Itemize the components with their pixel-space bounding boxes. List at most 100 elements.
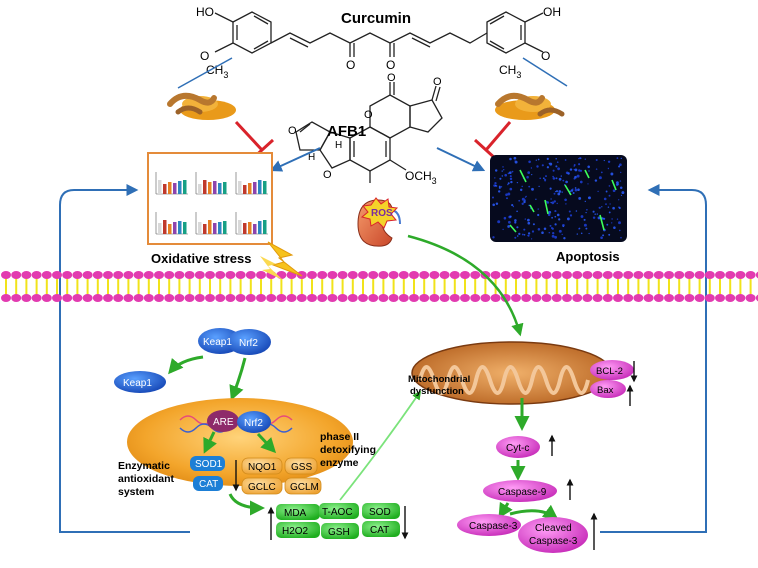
nucleus-dot (505, 193, 508, 196)
nucleus-dot (619, 186, 623, 189)
lipid-head (419, 294, 430, 302)
lipid-head (194, 271, 205, 279)
mini-bar (248, 183, 252, 194)
nucleus-dot (573, 168, 575, 171)
nucleus-dot (556, 202, 558, 205)
nucleus-dot (552, 175, 554, 178)
gclc-pill (241, 477, 283, 495)
nucleus-dot (535, 159, 537, 161)
lipid-head (317, 294, 328, 302)
lipid-head (623, 294, 634, 302)
nucleus-dot (516, 210, 518, 213)
lipid-head (205, 294, 215, 302)
nucleus-dot (572, 191, 575, 195)
nucleus-dot (494, 177, 496, 179)
nucleus-dot (552, 232, 555, 235)
lipid-head (205, 271, 215, 279)
nucleus-dot (570, 189, 574, 192)
arrow-are-to-sod1 (203, 431, 217, 454)
lipid-head (52, 271, 62, 279)
nucleus-dot (538, 185, 540, 188)
nucleus-dot (574, 187, 577, 189)
mini-bar (178, 221, 182, 234)
nucleus-dot (548, 210, 552, 214)
nucleus-dot (537, 213, 540, 217)
nucleus-dot (557, 192, 561, 196)
nucleus-dot (509, 157, 512, 161)
nucleus-dot (558, 218, 561, 221)
nucleus-dot (579, 180, 583, 184)
gsh-pill (321, 523, 359, 539)
feedback-arrow-right (600, 184, 707, 533)
mini-bar (208, 220, 212, 234)
are-label: ARE (213, 417, 234, 428)
nucleus-dot (508, 171, 512, 175)
lipid-head (429, 271, 440, 279)
mini-bar (203, 224, 207, 234)
nucleus-dot (491, 196, 495, 199)
nqo1-label: NQO1 (248, 462, 277, 473)
lipid-head (541, 271, 552, 279)
nucleus-dot (587, 165, 590, 169)
lipid-head (368, 271, 379, 279)
nucleus-dot (531, 173, 533, 176)
bax-blob (590, 380, 626, 398)
lipid-head (347, 271, 358, 279)
nucleus-dot (500, 185, 503, 188)
lipid-head (72, 294, 83, 302)
afb1-och3: OCH3 (405, 169, 437, 186)
nucleus-dot (618, 221, 621, 225)
lipid-head (21, 294, 32, 302)
nucleus-dot (492, 203, 495, 207)
apoptotic-signal (599, 214, 605, 231)
gclm-label: GCLM (290, 482, 319, 493)
nucleus-dot (605, 203, 607, 205)
nucleus-dot (602, 234, 605, 237)
nucleus-dot (618, 165, 621, 168)
nucleus-dot (536, 165, 539, 168)
lipid-head (133, 271, 144, 279)
nucleus-dot (578, 157, 580, 160)
feedback-arrow-left (59, 184, 190, 533)
lipid-head (276, 294, 287, 302)
lipid-head (439, 271, 450, 279)
nucleus-dot (618, 199, 620, 201)
nucleus-dot (620, 194, 623, 197)
mini-bar (258, 221, 262, 234)
nucleus-dot (619, 180, 622, 182)
arrow-to-markers (228, 493, 265, 516)
lipid-head (266, 294, 277, 302)
apoptotic-signal (509, 224, 517, 233)
nucleus-dot (547, 213, 551, 217)
lipid-head (164, 271, 175, 279)
lipid-head (378, 271, 389, 279)
nucleus-dot (527, 171, 531, 174)
keap1-free (114, 371, 166, 393)
lipid-head (31, 294, 42, 302)
lipid-head (551, 271, 562, 279)
lipid-head (133, 294, 144, 302)
nucleus-dot (549, 187, 552, 190)
lipid-head (500, 271, 511, 279)
lipid-head (582, 271, 593, 279)
nucleus-dot (516, 226, 519, 229)
lipid-head (245, 294, 256, 302)
gclm-pill (284, 477, 322, 495)
nucleus-dot (521, 185, 523, 188)
nucleus-dot (600, 236, 603, 239)
lipid-head (62, 294, 73, 302)
nucleus-dot (539, 177, 542, 180)
lipid-head (174, 294, 185, 302)
curcumin-o-mid-right: O (386, 58, 395, 72)
nucleus-dot (523, 228, 526, 231)
lipid-head (449, 271, 460, 279)
nucleus-dot (598, 206, 601, 209)
nucleus-dot (584, 158, 587, 160)
apoptotic-signal (584, 169, 590, 179)
nucleus-dot (554, 223, 557, 226)
lipid-head (582, 294, 593, 302)
nucleus-dot (576, 233, 578, 235)
apoptosis-fluorescence (491, 156, 625, 240)
nucleus-dot (550, 198, 552, 200)
lipid-head (327, 294, 338, 302)
